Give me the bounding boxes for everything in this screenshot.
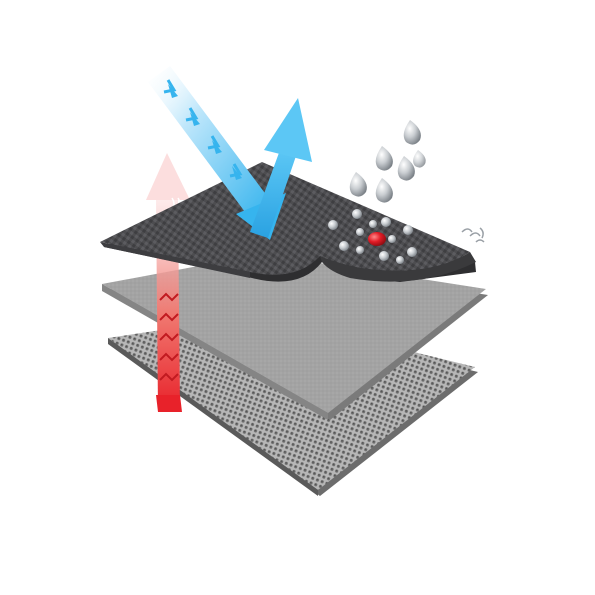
red-center-drop: [368, 232, 386, 246]
droplet: [381, 217, 391, 227]
droplet: [396, 256, 404, 264]
droplet: [403, 225, 413, 235]
droplet: [369, 220, 377, 228]
falling-water-drops: [349, 120, 426, 203]
droplet: [407, 247, 417, 257]
beaded-droplets: [328, 209, 417, 264]
droplet: [388, 235, 396, 243]
splash-icon: [461, 227, 485, 243]
droplet: [352, 209, 362, 219]
droplet: [356, 246, 364, 254]
droplet: [356, 228, 364, 236]
droplet: [379, 251, 389, 261]
outgoing-air-arrow: [250, 98, 312, 238]
droplet: [328, 220, 338, 230]
droplet: [339, 241, 349, 251]
